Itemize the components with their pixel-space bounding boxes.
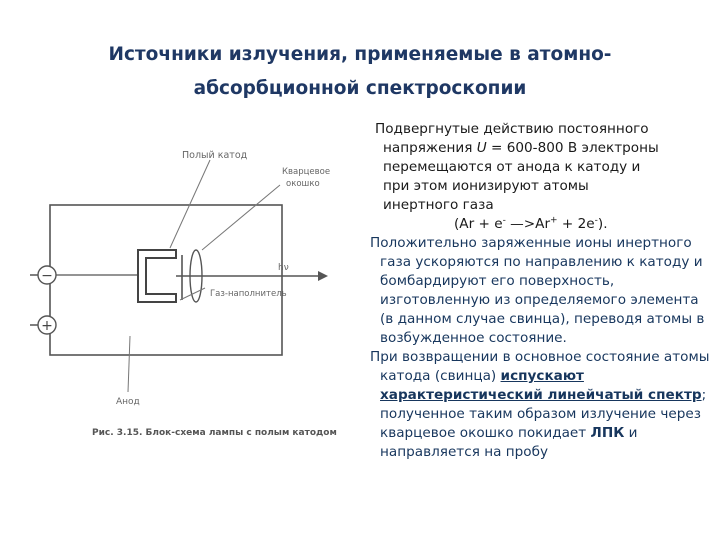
p3-part-c: и направляется на пробу xyxy=(380,425,638,460)
paragraph-emission: При возвращении в основное состояние ато… xyxy=(366,348,716,462)
eq-sup-3: - xyxy=(594,215,598,226)
label-hollow-cathode: Полый катод xyxy=(182,150,248,161)
eq-part-b: —>Ar xyxy=(505,216,551,232)
title-line-2: абсорбционной спектроскопии xyxy=(193,78,527,99)
figure-caption: Рис. 3.15. Блок-схема лампы с полым като… xyxy=(92,428,337,438)
label-fill-gas: Газ-наполнитель xyxy=(210,289,287,299)
eq-part-a: (Ar + e xyxy=(454,216,503,232)
paragraph-ions: Положительно заряженные ионы инертного г… xyxy=(370,235,705,346)
label-quartz-window-2: окошко xyxy=(286,179,320,189)
lamp-housing xyxy=(49,204,283,356)
minus-sign: − xyxy=(41,268,53,284)
eq-part-d: ). xyxy=(597,216,608,232)
voltage-symbol: U xyxy=(476,140,487,156)
cathode-callout xyxy=(169,159,211,249)
plus-sign: + xyxy=(41,318,53,334)
description-text: Подвергнутые действию постоянного напряж… xyxy=(366,120,716,462)
p3-part-b: ; полученное таким образом излучение чер… xyxy=(380,387,707,441)
p1-line-5: инертного газа xyxy=(383,197,494,213)
gas-callout xyxy=(179,287,206,301)
label-quartz-window-1: Кварцевое xyxy=(282,167,330,177)
plus-terminal xyxy=(37,315,57,335)
paragraph-electrons: Подвергнутые действию постоянного напряж… xyxy=(366,120,716,215)
eq-sup-1: - xyxy=(502,215,506,226)
title-line-1: Источники излучения, применяемые в атомн… xyxy=(108,44,612,65)
window-callout xyxy=(201,184,281,251)
ionization-equation: (Ar + e- —>Ar+ + 2e-). xyxy=(366,215,716,234)
p1-line-2b: = 600-800 В электроны xyxy=(486,140,659,156)
p1-line-4: при этом ионизируют атомы xyxy=(383,178,589,194)
hollow-cathode xyxy=(137,249,177,303)
beam-arrowhead xyxy=(318,271,328,281)
anode-callout xyxy=(127,335,131,393)
p3-lpk: ЛПК xyxy=(590,425,625,441)
eq-sup-2: + xyxy=(550,215,558,226)
p3-part-a: При возвращении в основное состояние ато… xyxy=(370,349,710,384)
label-anode: Анод xyxy=(116,397,140,407)
slide-title: Источники излучения, применяемые в атомн… xyxy=(40,38,680,106)
p3-emphasis: испускают характеристический линейчатый … xyxy=(380,368,702,403)
p1-line-2a: напряжения xyxy=(383,140,477,156)
hollow-cathode-lamp-diagram: − + Полый катод Кварцевое окошко hν Газ-… xyxy=(30,150,337,438)
eq-part-c: + 2e xyxy=(557,216,595,232)
p1-line-1: Подвергнутые действию постоянного xyxy=(375,121,649,137)
p1-line-3: перемещаются от анода к катоду и xyxy=(383,159,641,175)
label-hv: hν xyxy=(278,263,289,273)
